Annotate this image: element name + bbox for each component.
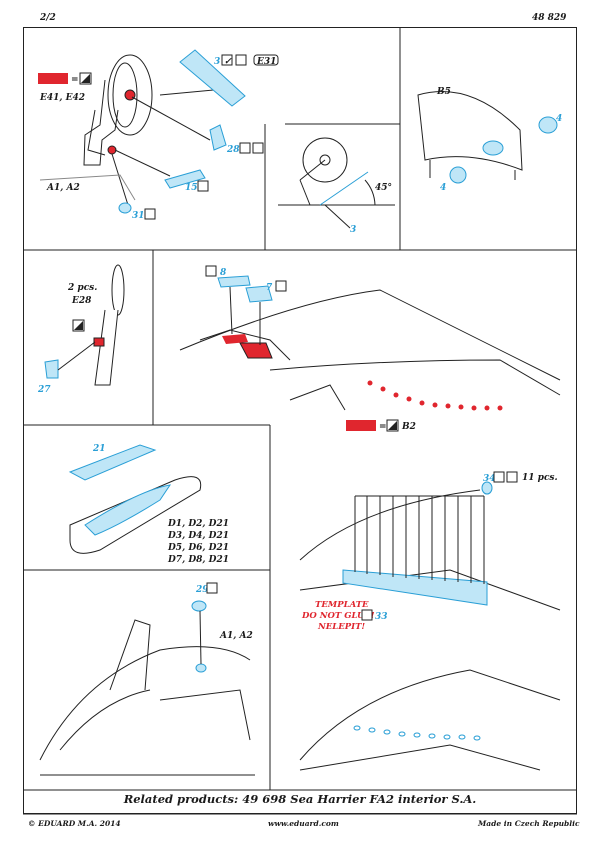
part-label-3: 3 [214, 57, 220, 67]
part-label-28: 28 [226, 145, 240, 155]
check-icon [275, 280, 287, 292]
kit-number: 48 829 [532, 13, 567, 23]
qty-label-g: 11 pcs. [522, 473, 558, 483]
unit-label-h: A1, A2 [219, 631, 253, 641]
part-label-33: 33 [375, 612, 388, 622]
panel-a-photo-etch [118, 49, 246, 214]
part-label-34: 34 [483, 474, 496, 484]
svg-text:✓: ✓ [224, 57, 232, 67]
color-code-badge [253, 54, 279, 66]
part-label-3b: 3 [350, 225, 356, 235]
fold-icon [144, 208, 156, 220]
code-label: E28 [71, 296, 92, 306]
red-area-8 [222, 334, 248, 344]
panel-b-angle-detail [278, 137, 395, 229]
fold-icon [206, 582, 218, 594]
red-area-7 [239, 342, 273, 359]
part-label-29: 29 [195, 585, 209, 595]
panel-a-landing-gear [39, 54, 236, 206]
part-34-pe [481, 481, 493, 495]
origin: Made in Czech Republic [478, 819, 580, 828]
color-ref: E41, E42 [39, 93, 85, 103]
part-29-pe [191, 600, 207, 612]
check-icon [361, 609, 373, 621]
template-pointer-lines [354, 495, 485, 584]
panel-borders [23, 27, 577, 815]
part-label-21: 21 [92, 444, 106, 454]
d-label-1: D1, D2, D21 [167, 519, 229, 529]
paint-ref: B2 [401, 422, 416, 432]
part-label-15: 15 [185, 183, 198, 193]
website: www.eduard.com [268, 819, 339, 828]
check-icon [239, 142, 251, 154]
part-33-template [342, 569, 488, 606]
bend-icon [235, 54, 247, 66]
page-number: 2/2 [40, 13, 56, 23]
hub-red-mark [124, 89, 136, 101]
red-color-swatch [38, 73, 68, 84]
part-label-4b: 4 [440, 183, 446, 193]
panel-d-strut [93, 264, 125, 386]
angle-label: 45° [375, 183, 392, 193]
gear-red-mark [107, 145, 117, 155]
qty-label: 2 pcs. [67, 283, 97, 293]
svg-text:=: = [71, 75, 79, 85]
d-label-2: D3, D4, D21 [167, 531, 229, 541]
vent-result-holes [353, 725, 481, 741]
svg-text:=: = [379, 422, 387, 432]
panel-h-cockpit [39, 619, 255, 776]
part-28-pe [209, 124, 227, 151]
part-21-pe [68, 444, 157, 481]
part-29-placement [195, 663, 207, 673]
check-icon [205, 265, 217, 277]
part-8-pe [217, 275, 251, 288]
part-label-4: 4 [556, 114, 562, 124]
assembly-label: B5 [436, 87, 451, 97]
vent-holes [367, 380, 503, 411]
panel-c-mirror [417, 91, 523, 180]
part-label-8: 8 [220, 268, 227, 278]
panel-e-fuselage [179, 289, 561, 411]
panel-f-seat [69, 476, 202, 554]
part-31-pe [118, 202, 132, 214]
part-label-7: 7 [266, 283, 273, 293]
check-icon [493, 471, 505, 483]
fold-icon [506, 471, 518, 483]
part-15-pe [164, 169, 206, 189]
fold-icon [252, 142, 264, 154]
part-3-pe [179, 49, 246, 107]
part-27-pe [44, 359, 59, 379]
part-label-27: 27 [37, 385, 51, 395]
d-label-3: D5, D6, D21 [167, 543, 229, 553]
part-7-pe [245, 285, 273, 303]
part-label-31: 31 [132, 211, 145, 221]
template-line-3: NELEPIT! [317, 622, 365, 632]
copyright: © EDUARD M.A. 2014 [28, 819, 121, 828]
template-line-1: TEMPLATE [315, 600, 369, 610]
check-icon [221, 54, 233, 66]
template-line-2: DO NOT GLUE! [301, 611, 375, 621]
color-code: E31 [256, 57, 276, 67]
fold-icon [197, 180, 209, 192]
unit-label-a: A1, A2 [46, 183, 80, 193]
part-4b-pe [449, 166, 467, 184]
part-4-pe [538, 116, 558, 134]
d-label-4: D7, D8, D21 [167, 555, 229, 565]
red-color-swatch-b2 [346, 420, 376, 431]
related-products: Related products: 49 698 Sea Harrier FA2… [123, 792, 477, 806]
